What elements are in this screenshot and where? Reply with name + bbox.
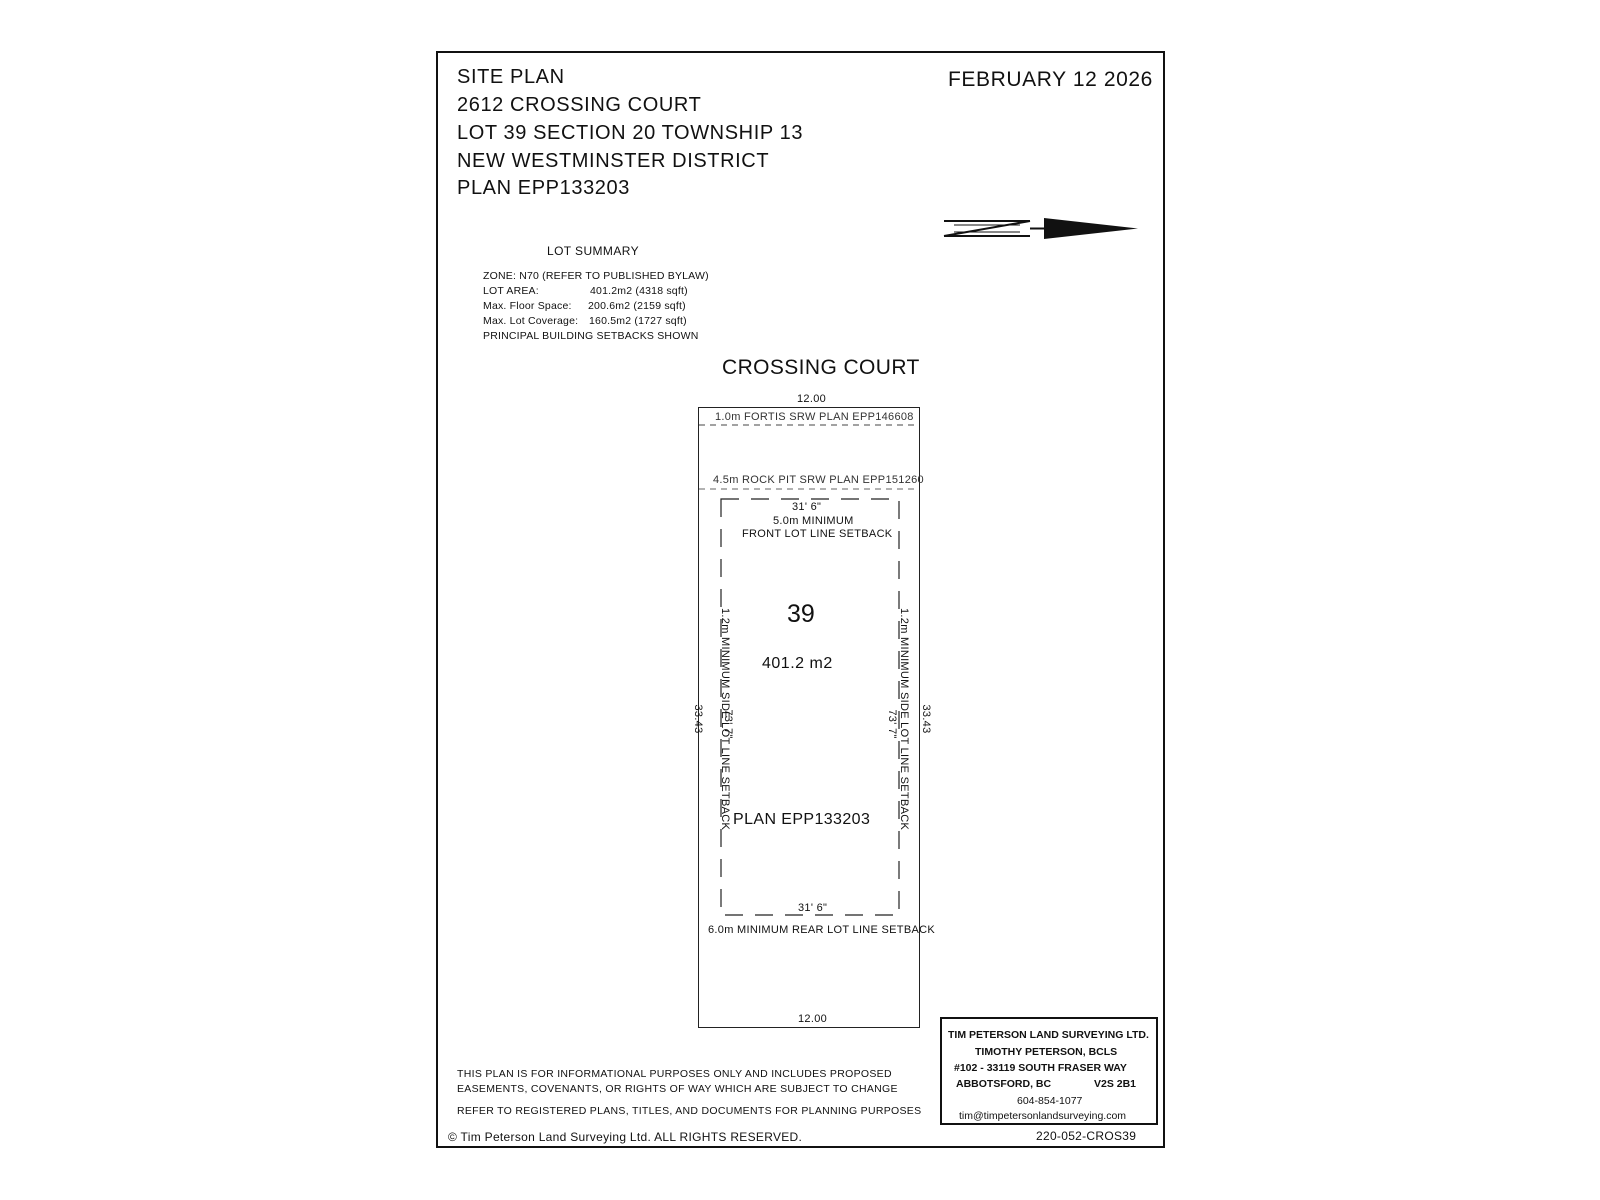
company-address: #102 - 33119 SOUTH FRASER WAY	[954, 1062, 1127, 1074]
note-line-1: THIS PLAN IS FOR INFORMATIONAL PURPOSES …	[457, 1068, 892, 1080]
lot-area-label: 401.2 m2	[762, 655, 833, 672]
title-line-3: LOT 39 SECTION 20 TOWNSHIP 13	[457, 122, 804, 144]
title-line-5: PLAN EPP133203	[457, 177, 630, 199]
title-line-1: SITE PLAN	[457, 66, 565, 88]
note-line-3: REFER TO REGISTERED PLANS, TITLES, AND D…	[457, 1105, 922, 1117]
rock-pit-srw-label: 4.5m ROCK PIT SRW PLAN EPP151260	[713, 474, 924, 486]
company-city: ABBOTSFORD, BC	[956, 1078, 1052, 1090]
lot-summary-heading: LOT SUMMARY	[547, 244, 639, 258]
surveyor-title-block: TIM PETERSON LAND SURVEYING LTD. TIMOTHY…	[940, 1017, 1158, 1125]
lot-summary-floor-label: Max. Floor Space:	[483, 300, 572, 312]
company-email[interactable]: tim@timpetersonlandsurveying.com	[959, 1110, 1127, 1122]
north-arrow-icon	[943, 218, 1138, 239]
right-dimension: 33.43	[920, 704, 932, 734]
note-line-2: EASEMENTS, COVENANTS, OR RIGHTS OF WAY W…	[457, 1083, 898, 1095]
lot-summary-coverage-value: 160.5m2 (1727 sqft)	[589, 315, 687, 327]
lot-summary-area-label: LOT AREA:	[483, 285, 539, 297]
company-phone: 604-854-1077	[1017, 1095, 1083, 1107]
title-line-2: 2612 CROSSING COURT	[457, 94, 702, 116]
drawing-sheet-border	[436, 51, 1165, 1148]
front-setback-line2: FRONT LOT LINE SETBACK	[742, 528, 893, 540]
building-envelope-setback	[720, 498, 900, 916]
copyright-notice: © Tim Peterson Land Surveying Ltd. ALL R…	[448, 1130, 803, 1144]
plan-number-label: PLAN EPP133203	[733, 811, 871, 828]
plan-date: FEBRUARY 12 2026	[948, 68, 1153, 91]
lot-boundary	[698, 407, 920, 1028]
rear-dimension: 12.00	[798, 1013, 828, 1025]
lot-summary-setbacks-note: PRINCIPAL BUILDING SETBACKS SHOWN	[483, 330, 699, 342]
right-side-setback-label: 1.2m MINIMUM SIDE LOT LINE SETBACK	[898, 608, 910, 831]
surveyor-name: TIMOTHY PETERSON, BCLS	[975, 1046, 1118, 1058]
lot-summary-area-value: 401.2m2 (4318 sqft)	[590, 285, 688, 297]
lot-summary-coverage-label: Max. Lot Coverage:	[483, 315, 579, 327]
street-name-label: CROSSING COURT	[722, 356, 920, 379]
rear-setback-width: 31' 6"	[798, 902, 828, 914]
front-setback-width: 31' 6"	[792, 501, 822, 513]
company-postal-code: V2S 2B1	[1094, 1078, 1137, 1090]
fortis-srw-label: 1.0m FORTIS SRW PLAN EPP146608	[715, 411, 914, 423]
lot-summary-floor-value: 200.6m2 (2159 sqft)	[588, 300, 686, 312]
company-name: TIM PETERSON LAND SURVEYING LTD.	[948, 1029, 1149, 1041]
lot-summary-zone: ZONE: N70 (REFER TO PUBLISHED BYLAW)	[483, 270, 709, 282]
lot-number: 39	[787, 600, 815, 628]
title-line-4: NEW WESTMINSTER DISTRICT	[457, 150, 770, 172]
right-setback-length: 73' 7"	[886, 709, 898, 739]
rear-setback-label: 6.0m MINIMUM REAR LOT LINE SETBACK	[708, 924, 935, 936]
left-dimension: 33.43	[692, 704, 704, 734]
front-dimension: 12.00	[797, 393, 827, 405]
front-setback-line1: 5.0m MINIMUM	[773, 515, 854, 527]
left-setback-length: 73' 7"	[722, 709, 734, 739]
job-number: 220-052-CROS39	[1036, 1129, 1137, 1143]
